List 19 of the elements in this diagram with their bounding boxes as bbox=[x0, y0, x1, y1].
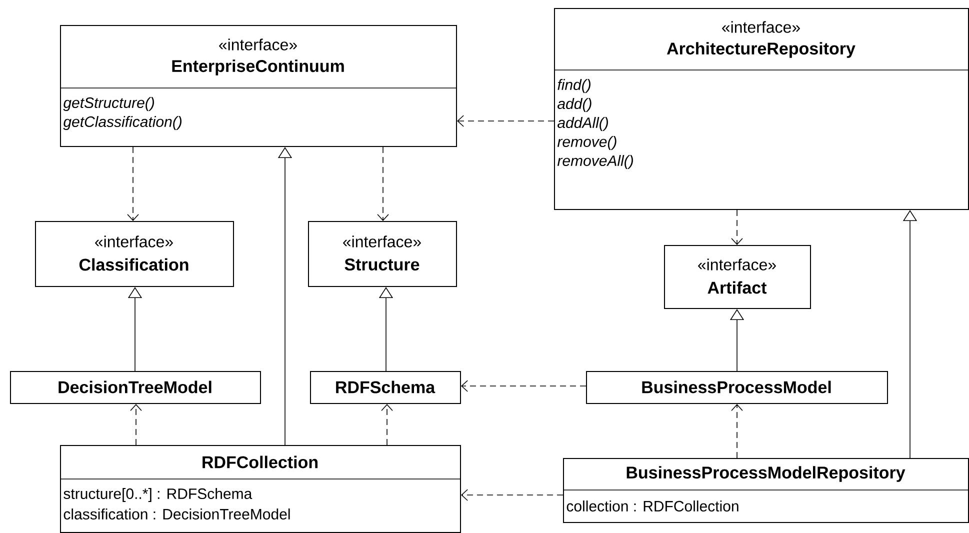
class-box: BusinessProcessModel bbox=[586, 371, 888, 404]
class-box: «interface» Artifact bbox=[664, 245, 811, 309]
arrow bbox=[130, 404, 142, 446]
class-box: RDFCollection structure[0..*] : RDFSchema classification : DecisionTreeModel bbox=[60, 445, 461, 533]
class-box: «interface» ArchitectureRepository find() add() addAll() remove() removeAll() bbox=[554, 8, 969, 210]
class-box: RDFSchema bbox=[310, 371, 461, 404]
class-box: «interface» Structure bbox=[308, 221, 457, 287]
arrow bbox=[381, 404, 393, 446]
class-box: BusinessProcessModelRepository collection : RDFCollection bbox=[562, 458, 969, 523]
class-box: «interface» Classification bbox=[35, 221, 234, 287]
arrow bbox=[461, 380, 586, 392]
arrow bbox=[127, 146, 139, 221]
arrow bbox=[731, 404, 743, 458]
arrow bbox=[457, 115, 554, 127]
class-box: «interface» EnterpriseContinuum getStructure() getClassification() bbox=[60, 25, 457, 147]
arrow bbox=[731, 210, 743, 245]
class-box: DecisionTreeModel bbox=[10, 371, 261, 404]
arrow bbox=[461, 489, 564, 501]
arrow bbox=[377, 146, 389, 221]
